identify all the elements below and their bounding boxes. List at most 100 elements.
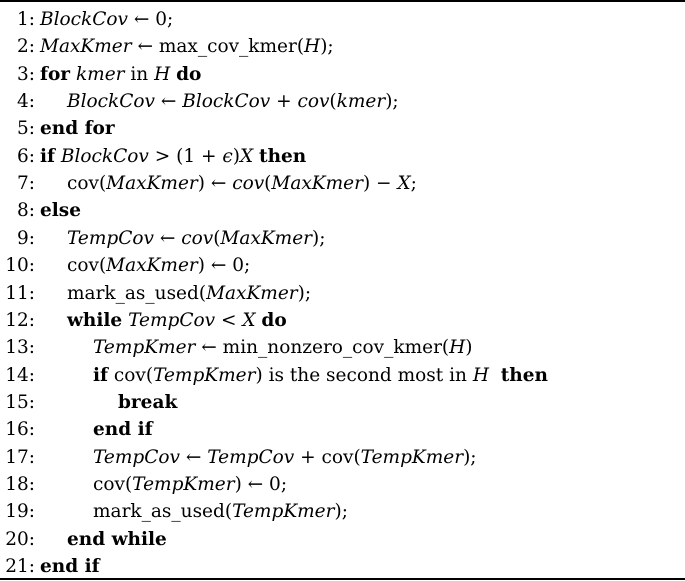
bottom-rule bbox=[0, 578, 685, 580]
text-segment: cov( bbox=[67, 255, 107, 277]
keyword: then bbox=[500, 364, 548, 386]
line-number: 8: bbox=[16, 200, 35, 222]
algorithm-line: 11: mark_as_used(MaxKmer); bbox=[0, 280, 685, 307]
text-segment: ( bbox=[329, 91, 337, 113]
math-symbol: TempCov bbox=[207, 446, 295, 468]
algorithm-line: 15: break bbox=[0, 389, 685, 416]
algorithm-line: 2:MaxKmer ← max_cov_kmer(H); bbox=[0, 33, 685, 60]
text-segment: + bbox=[270, 91, 298, 113]
line-content: if BlockCov > (1 + ϵ)X then bbox=[40, 143, 306, 170]
line-number: 16: bbox=[5, 419, 35, 441]
text-segment: ); bbox=[334, 501, 348, 523]
line-number: 6: bbox=[16, 145, 35, 167]
math-symbol: MaxKmer bbox=[40, 36, 132, 58]
math-symbol: MaxKmer bbox=[106, 173, 198, 195]
text-segment: ← min_nonzero_cov_kmer( bbox=[195, 337, 450, 359]
algorithm-line: 21:end if bbox=[0, 553, 685, 580]
line-content: while TempCov < X do bbox=[67, 307, 287, 334]
math-symbol: BlockCov bbox=[40, 9, 128, 30]
line-number: 21: bbox=[5, 556, 35, 577]
math-symbol: BlockCov bbox=[60, 145, 149, 167]
line-number: 12: bbox=[5, 309, 35, 331]
line-number: 15: bbox=[5, 391, 35, 413]
line-content: end while bbox=[67, 526, 167, 553]
math-symbol: TempKmer bbox=[232, 501, 335, 523]
text-segment: mark_as_used( bbox=[93, 501, 233, 523]
keyword: end if bbox=[40, 556, 100, 577]
line-content: TempKmer ← min_nonzero_cov_kmer(H) bbox=[93, 334, 473, 361]
line-content: BlockCov ← BlockCov + cov(kmer); bbox=[67, 88, 399, 115]
line-content: MaxKmer ← max_cov_kmer(H); bbox=[40, 33, 334, 60]
math-symbol: TempCov bbox=[67, 227, 154, 249]
keyword: end if bbox=[93, 419, 153, 441]
line-number: 18: bbox=[5, 473, 35, 495]
algorithm-line: 13: TempKmer ← min_nonzero_cov_kmer(H) bbox=[0, 334, 685, 361]
math-symbol: kmer bbox=[336, 91, 386, 113]
line-number: 3: bbox=[16, 63, 35, 85]
math-symbol: H bbox=[449, 337, 466, 359]
line-content: cov(MaxKmer) ← cov(MaxKmer) − X; bbox=[67, 170, 417, 197]
math-symbol: H bbox=[154, 63, 171, 85]
keyword: if bbox=[40, 145, 55, 167]
math-symbol: cov bbox=[232, 173, 265, 195]
math-symbol: BlockCov bbox=[67, 91, 155, 113]
math-symbol: cov bbox=[297, 91, 330, 113]
math-symbol: cov bbox=[181, 227, 214, 249]
keyword: for bbox=[40, 63, 71, 85]
keyword: do bbox=[261, 309, 287, 331]
line-content: if cov(TempKmer) is the second most in H… bbox=[93, 362, 548, 389]
algorithm-line: 17:TempCov ← TempCov + cov(TempKmer); bbox=[0, 444, 685, 471]
text-segment: ← max_cov_kmer( bbox=[131, 36, 305, 58]
keyword: break bbox=[118, 391, 178, 413]
keyword: end for bbox=[40, 118, 115, 140]
text-segment: cov( bbox=[67, 173, 107, 195]
line-content: end if bbox=[40, 553, 100, 580]
math-symbol: TempKmer bbox=[93, 337, 196, 359]
line-content: mark_as_used(MaxKmer); bbox=[67, 280, 311, 307]
text-segment: ← bbox=[154, 91, 183, 113]
algorithm-line: 14:if cov(TempKmer) is the second most i… bbox=[0, 362, 685, 389]
text-segment: ) − bbox=[362, 173, 398, 195]
line-content: break bbox=[118, 389, 177, 416]
math-symbol: TempKmer bbox=[153, 364, 256, 386]
text-segment: ) bbox=[465, 337, 473, 359]
text-segment: ; bbox=[410, 173, 417, 195]
line-content: else bbox=[40, 197, 81, 224]
line-number: 5: bbox=[16, 118, 35, 140]
text-segment: ) ← 0; bbox=[197, 255, 251, 277]
line-number: 13: bbox=[5, 337, 35, 359]
algorithm-line: 7:cov(MaxKmer) ← cov(MaxKmer) − X; bbox=[0, 170, 685, 197]
algorithm-line: 3:for kmer in H do bbox=[0, 61, 685, 88]
line-number: 17: bbox=[5, 446, 35, 468]
math-symbol: MaxKmer bbox=[220, 227, 312, 249]
keyword: while bbox=[67, 309, 123, 331]
math-symbol: X bbox=[397, 173, 411, 195]
text-segment: ); bbox=[463, 446, 477, 468]
algorithm-line: 5:end for bbox=[0, 115, 685, 142]
text-segment: ) bbox=[232, 145, 240, 167]
text-segment: ← bbox=[153, 227, 182, 249]
line-number: 20: bbox=[5, 528, 35, 550]
text-segment: < bbox=[215, 309, 243, 331]
keyword: do bbox=[176, 63, 202, 85]
text-segment: + cov( bbox=[294, 446, 361, 468]
text-segment: cov( bbox=[93, 473, 133, 495]
text-segment: ); bbox=[385, 91, 399, 113]
algorithm-line: 16: end if bbox=[0, 416, 685, 443]
math-symbol: BlockCov bbox=[182, 91, 271, 113]
text-segment: mark_as_used( bbox=[67, 282, 207, 304]
text-segment: ← bbox=[179, 446, 208, 468]
text-segment: > (1 + bbox=[148, 145, 223, 167]
text-segment: ( bbox=[213, 227, 221, 249]
line-number: 11: bbox=[5, 282, 35, 304]
line-content: cov(MaxKmer) ← 0; bbox=[67, 252, 250, 279]
text-segment: ) ← bbox=[197, 173, 233, 195]
text-segment: ); bbox=[297, 282, 312, 304]
math-symbol: MaxKmer bbox=[106, 255, 198, 277]
line-content: BlockCov ← 0; bbox=[40, 6, 173, 33]
keyword: if bbox=[93, 364, 108, 386]
algorithm-line: 20: end while bbox=[0, 526, 685, 553]
keyword: then bbox=[259, 145, 307, 167]
math-symbol: TempKmer bbox=[360, 446, 464, 468]
